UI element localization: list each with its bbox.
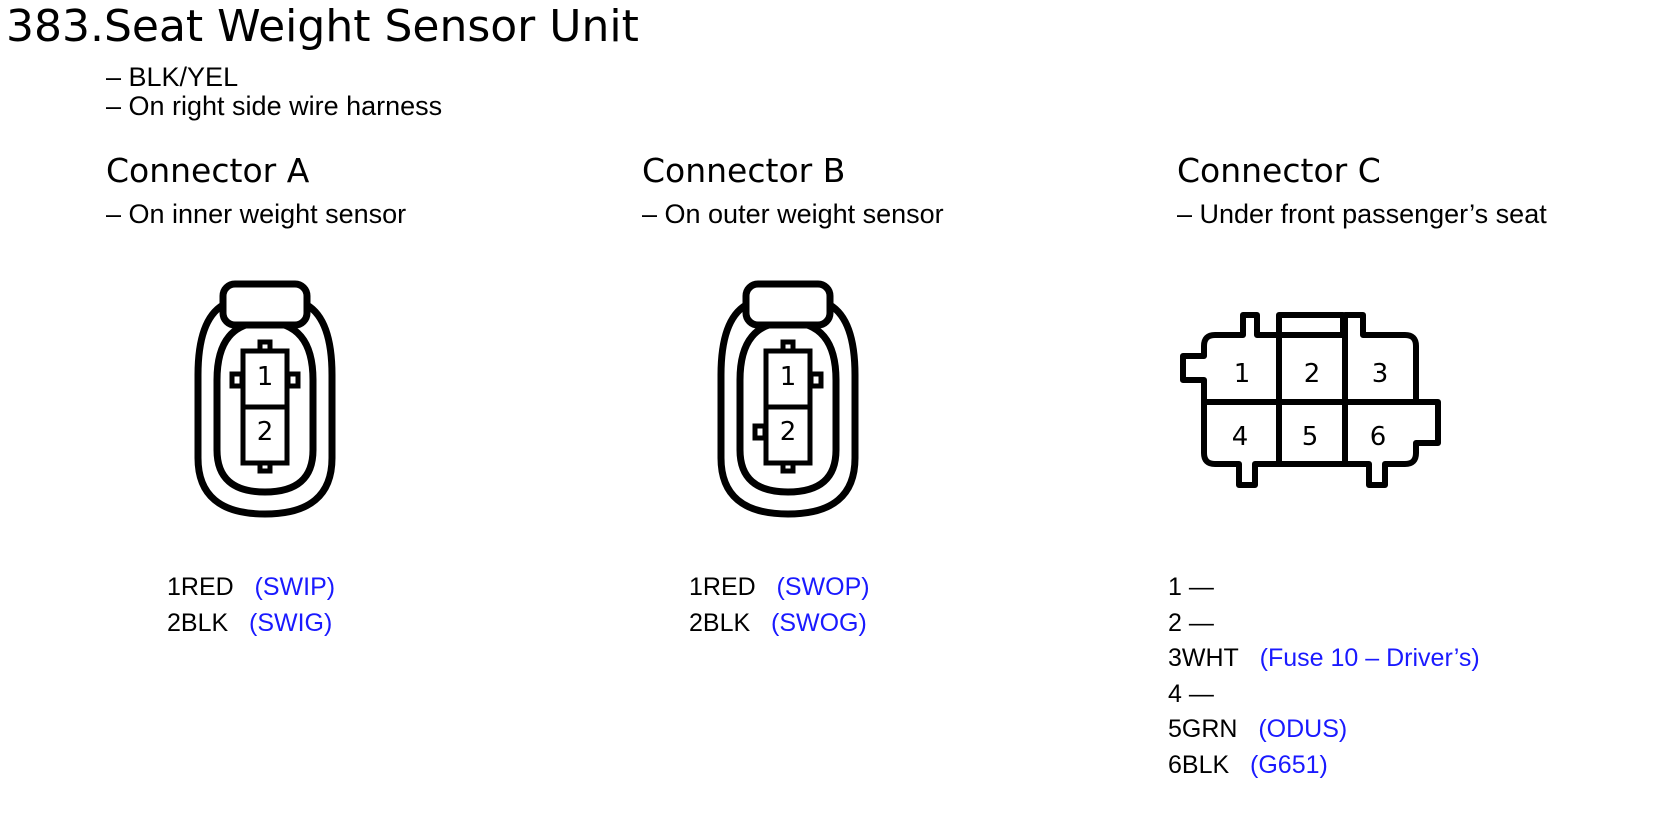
connector-a-inner-shell bbox=[213, 318, 317, 496]
pin-circuit: (SWIG) bbox=[249, 608, 333, 637]
connector-a-lock-tab bbox=[219, 280, 311, 329]
pin-wire: 1RED bbox=[167, 573, 234, 601]
pin-wire: 2 — bbox=[1168, 608, 1214, 637]
connector-b-cavity-1-label: 1 bbox=[780, 362, 797, 392]
pin-circuit: (SWIP) bbox=[254, 573, 336, 601]
pin-wire: 4 — bbox=[1168, 679, 1214, 708]
connector-c-pin-3: 3WHT (Fuse 10 – Driver’s) bbox=[1168, 641, 1480, 677]
connector-c-cavity-3-label: 3 bbox=[1372, 359, 1389, 389]
pin-circuit: (G651) bbox=[1250, 750, 1328, 779]
pin-wire: 5GRN bbox=[1168, 715, 1238, 743]
pin-circuit: (ODUS) bbox=[1258, 715, 1348, 743]
connector-c-pin-list: 1 — 2 — 3WHT (Fuse 10 – Driver’s) 4 — 5G… bbox=[1168, 570, 1480, 783]
connector-b-pin-list: 1RED (SWOP) 2BLK (SWOG) bbox=[689, 570, 870, 641]
connector-a-pin-1: 1RED (SWIP) bbox=[167, 570, 335, 606]
connector-c-cavity-1-label: 1 bbox=[1234, 359, 1251, 389]
connector-c-pin-2: 2 — bbox=[1168, 606, 1480, 642]
connector-a-cavity-1-label: 1 bbox=[257, 362, 274, 392]
connector-c-cavity-2-label: 2 bbox=[1304, 359, 1321, 389]
connector-b-pin-2: 2BLK (SWOG) bbox=[689, 606, 870, 642]
pin-wire: 1RED bbox=[689, 573, 756, 601]
connector-c-cavity-6-label: 6 bbox=[1370, 422, 1387, 452]
connector-b-lock-tab bbox=[742, 280, 834, 329]
page-title: 383.Seat Weight Sensor Unit bbox=[6, 1, 639, 52]
connector-a-cavity-2 bbox=[240, 404, 290, 466]
connector-a-pin-list: 1RED (SWIP) 2BLK (SWIG) bbox=[167, 570, 335, 641]
harness-location-note: – On right side wire harness bbox=[106, 91, 443, 121]
pin-circuit: (SWOG) bbox=[771, 608, 867, 637]
connector-c-title: Connector C bbox=[1177, 151, 1381, 190]
connector-c-diagram: 1 2 3 4 5 6 bbox=[1180, 312, 1441, 488]
connector-a-pin-2: 2BLK (SWIG) bbox=[167, 606, 335, 642]
connector-a-cavity-2-label: 2 bbox=[257, 417, 274, 447]
connector-c-location: – Under front passenger’s seat bbox=[1177, 199, 1547, 229]
connector-b-cavity-2-label: 2 bbox=[780, 417, 797, 447]
connector-c-top-key bbox=[1276, 312, 1346, 338]
connector-b-title: Connector B bbox=[642, 151, 846, 190]
connector-b-pin-1: 1RED (SWOP) bbox=[689, 570, 870, 606]
connector-b-inner-shell bbox=[736, 318, 840, 496]
connector-c-pin-1: 1 — bbox=[1168, 570, 1480, 606]
connector-b-cavity-2 bbox=[763, 404, 813, 466]
pin-circuit: (SWOP) bbox=[776, 573, 870, 601]
connector-c-cavity-5-label: 5 bbox=[1302, 422, 1319, 452]
connector-b-location: – On outer weight sensor bbox=[642, 199, 944, 229]
connector-a-title: Connector A bbox=[106, 151, 310, 190]
harness-color-note: – BLK/YEL bbox=[106, 62, 239, 92]
connector-c-pin-6: 6BLK (G651) bbox=[1168, 748, 1480, 784]
pin-wire: 6BLK bbox=[1168, 750, 1230, 779]
connector-c-cavity-4-label: 4 bbox=[1232, 422, 1249, 452]
pin-wire: 3WHT bbox=[1168, 644, 1239, 672]
connector-b-outer-shell bbox=[717, 302, 859, 518]
connector-a-diagram: 1 2 bbox=[194, 280, 336, 518]
pin-wire: 2BLK bbox=[167, 608, 229, 637]
pin-wire: 2BLK bbox=[689, 608, 751, 637]
connector-c-pin-4: 4 — bbox=[1168, 677, 1480, 713]
connector-a-location: – On inner weight sensor bbox=[106, 199, 407, 229]
connector-c-pin-5: 5GRN (ODUS) bbox=[1168, 712, 1480, 748]
connector-b-diagram: 1 2 bbox=[717, 280, 859, 518]
connector-a-outer-shell bbox=[194, 302, 336, 518]
pin-circuit: (Fuse 10 – Driver’s) bbox=[1259, 644, 1480, 672]
pin-wire: 1 — bbox=[1168, 573, 1214, 601]
connector-c-housing bbox=[1180, 312, 1441, 488]
